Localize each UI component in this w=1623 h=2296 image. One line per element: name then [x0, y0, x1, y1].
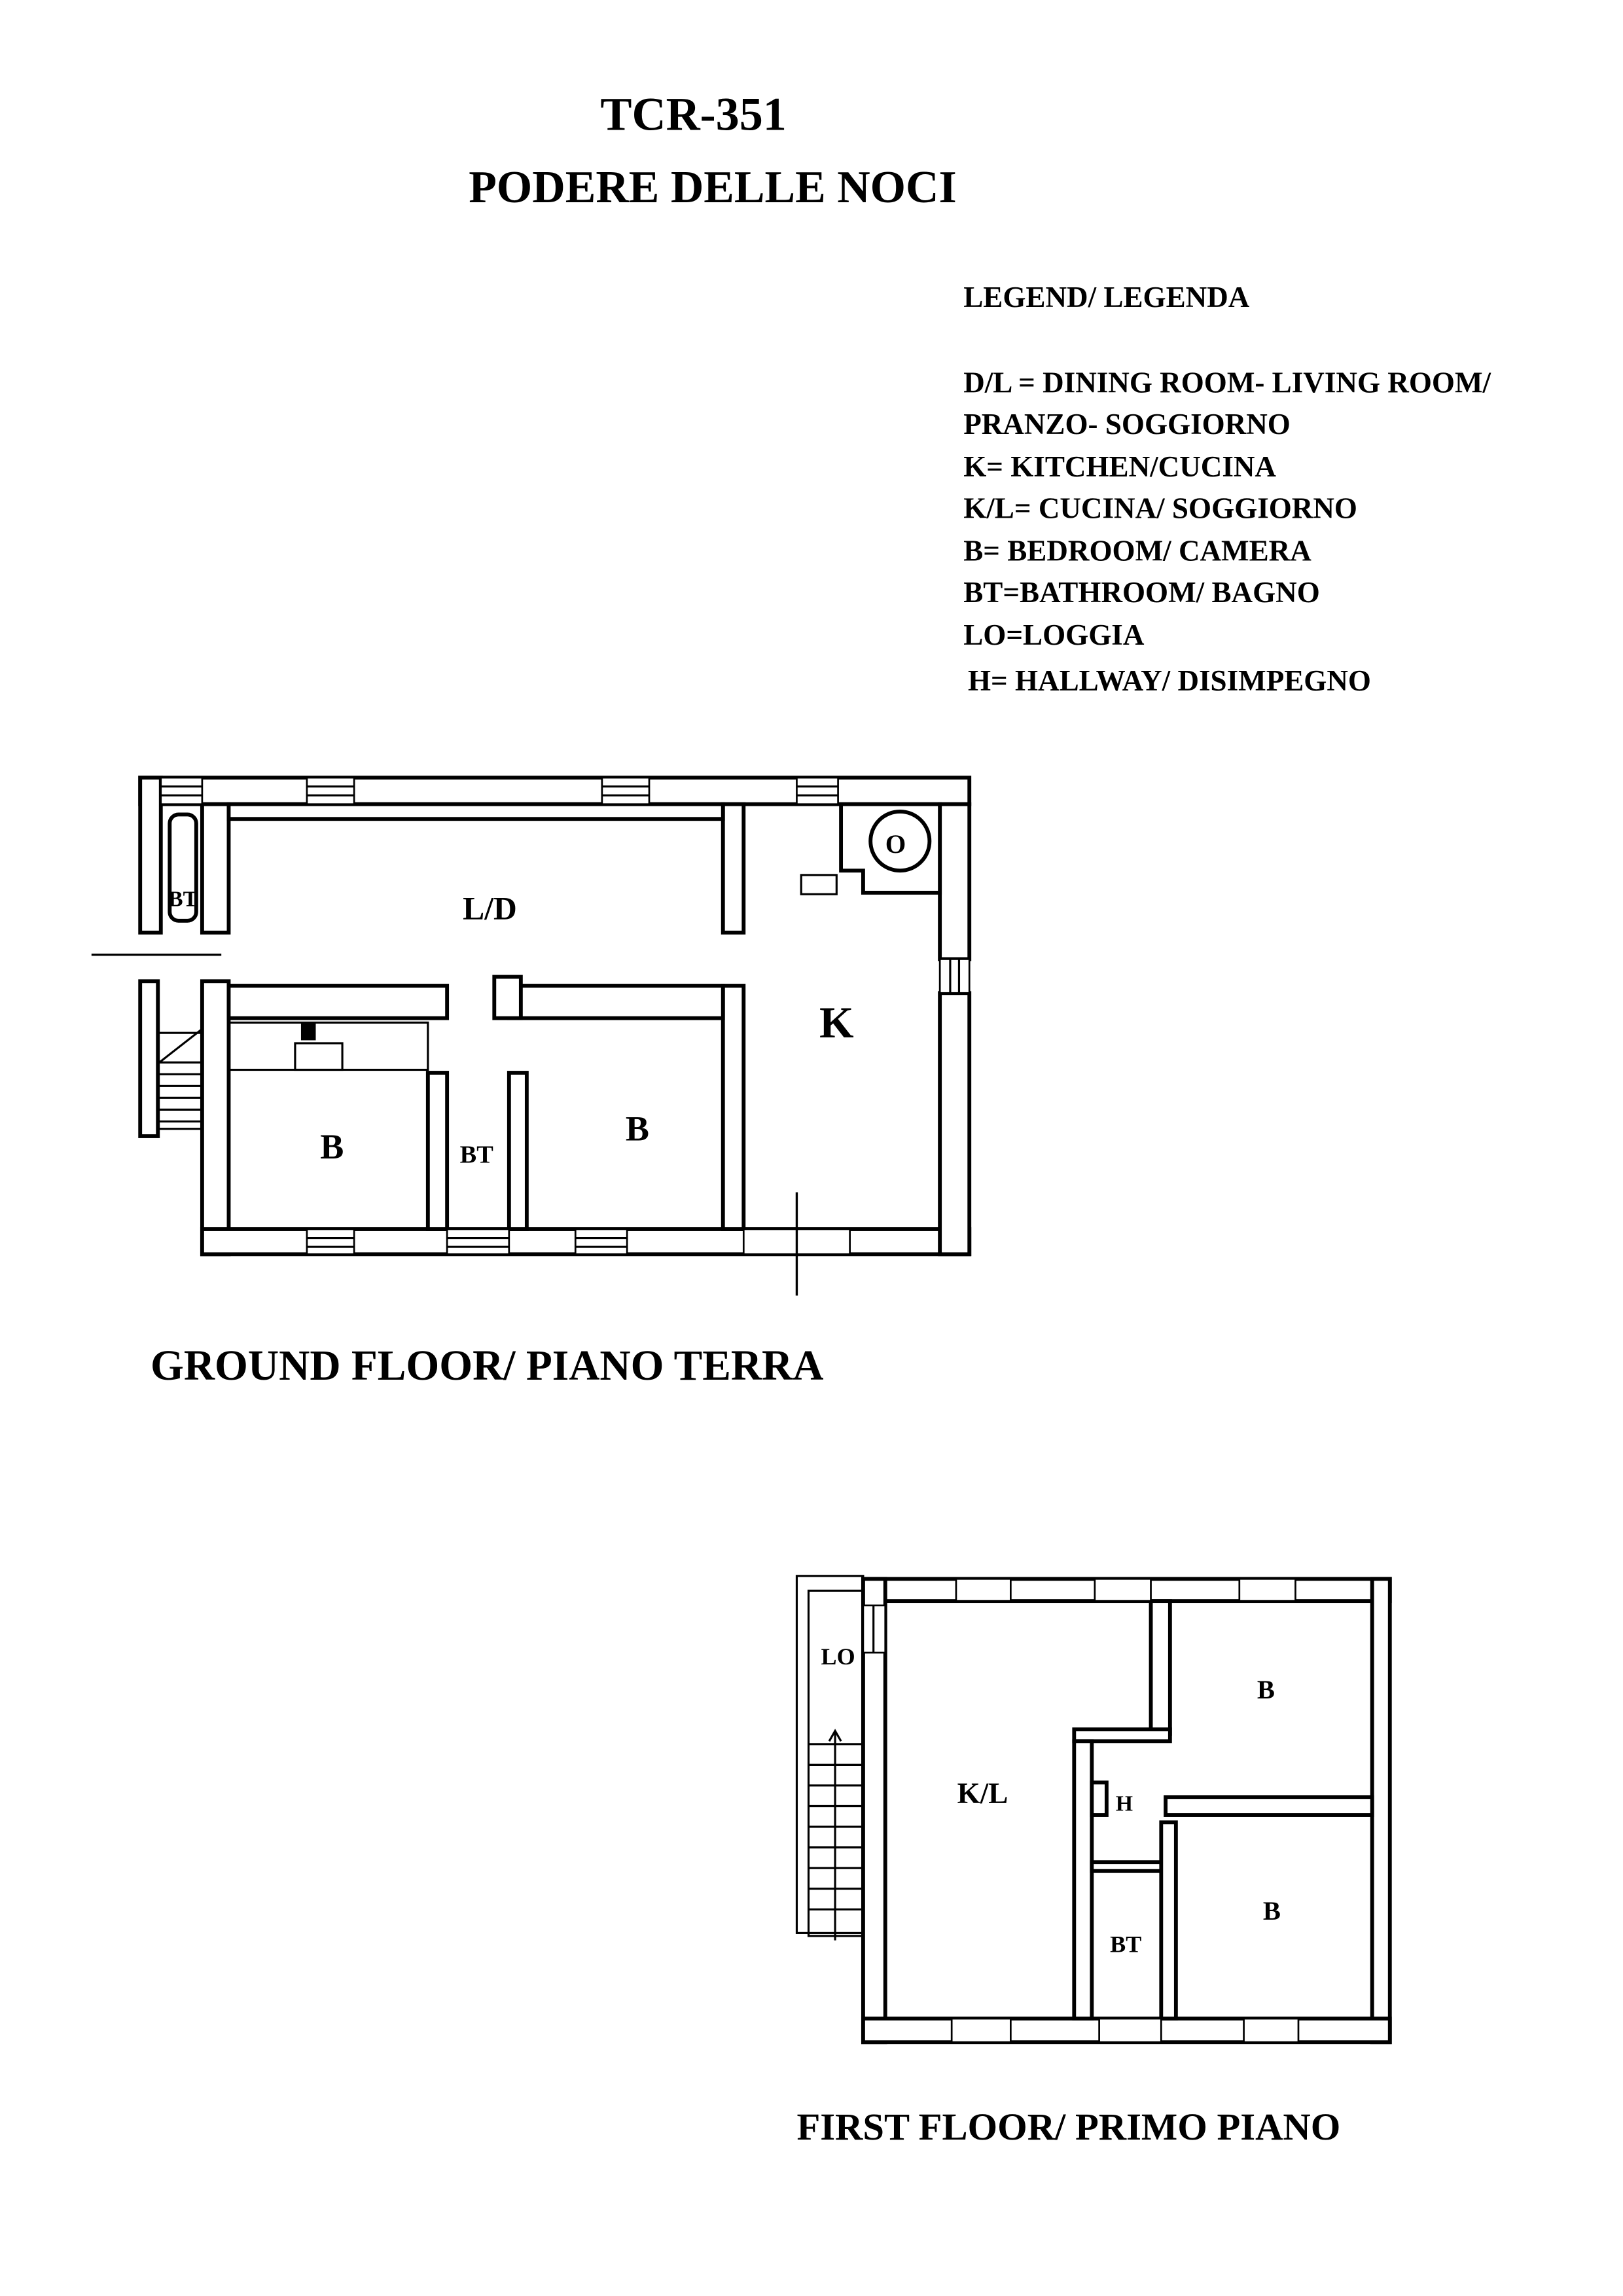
first-floor-windows: [862, 1577, 1300, 2043]
room-label-loggia: LO: [821, 1643, 855, 1670]
loggia-stairs: [795, 1575, 865, 1941]
room-label-bath: BT: [1110, 1931, 1141, 1958]
legend-item: K/L= CUCINA/ SOGGIORNO: [963, 492, 1357, 524]
stair-arrow-icon: [828, 1729, 842, 1742]
room-label-bedroom-1: B: [320, 1127, 344, 1166]
property-name: PODERE DELLE NOCI: [469, 162, 956, 213]
legend-item: LO=LOGGIA: [963, 619, 1145, 651]
first-floor-caption: FIRST FLOOR/ PRIMO PIANO: [796, 2106, 1340, 2148]
room-label-bedroom-2: B: [626, 1109, 649, 1149]
legend-item: PRANZO- SOGGIORNO: [963, 408, 1291, 440]
oven-icon: [800, 802, 942, 895]
room-label-kitchen: K: [819, 998, 854, 1047]
legend-item: H= HALLWAY/ DISIMPEGNO: [968, 664, 1371, 697]
legend: LEGEND/ LEGENDA D/L = DINING ROOM- LIVIN…: [963, 281, 1491, 697]
legend-item: K= KITCHEN/CUCINA: [963, 450, 1276, 483]
legend-item: B= BEDROOM/ CAMERA: [963, 535, 1311, 567]
legend-item: D/L = DINING ROOM- LIVING ROOM/: [963, 367, 1491, 399]
room-label-bedroom-1: B: [1257, 1675, 1275, 1704]
ground-floor-plan: L/D K O BT B BT B: [91, 776, 972, 1296]
first-floor-plan: LO K/L B H B BT: [795, 1575, 1392, 2045]
room-label-bath-annex: BT: [168, 887, 198, 911]
room-label-living-dining: L/D: [463, 891, 517, 927]
legend-title: LEGEND/ LEGENDA: [963, 281, 1250, 314]
room-label-bedroom-2: B: [1263, 1896, 1281, 1926]
closet: [227, 1021, 429, 1071]
room-label-hallway: H: [1116, 1791, 1133, 1816]
legend-item: BT=BATHROOM/ BAGNO: [963, 576, 1320, 609]
room-label-oven: O: [885, 829, 906, 859]
property-code: TCR-351: [600, 88, 787, 140]
ground-floor-caption: GROUND FLOOR/ PIANO TERRA: [151, 1342, 824, 1390]
room-label-kitchen-living: K/L: [957, 1777, 1008, 1810]
room-label-bath: BT: [460, 1141, 493, 1169]
